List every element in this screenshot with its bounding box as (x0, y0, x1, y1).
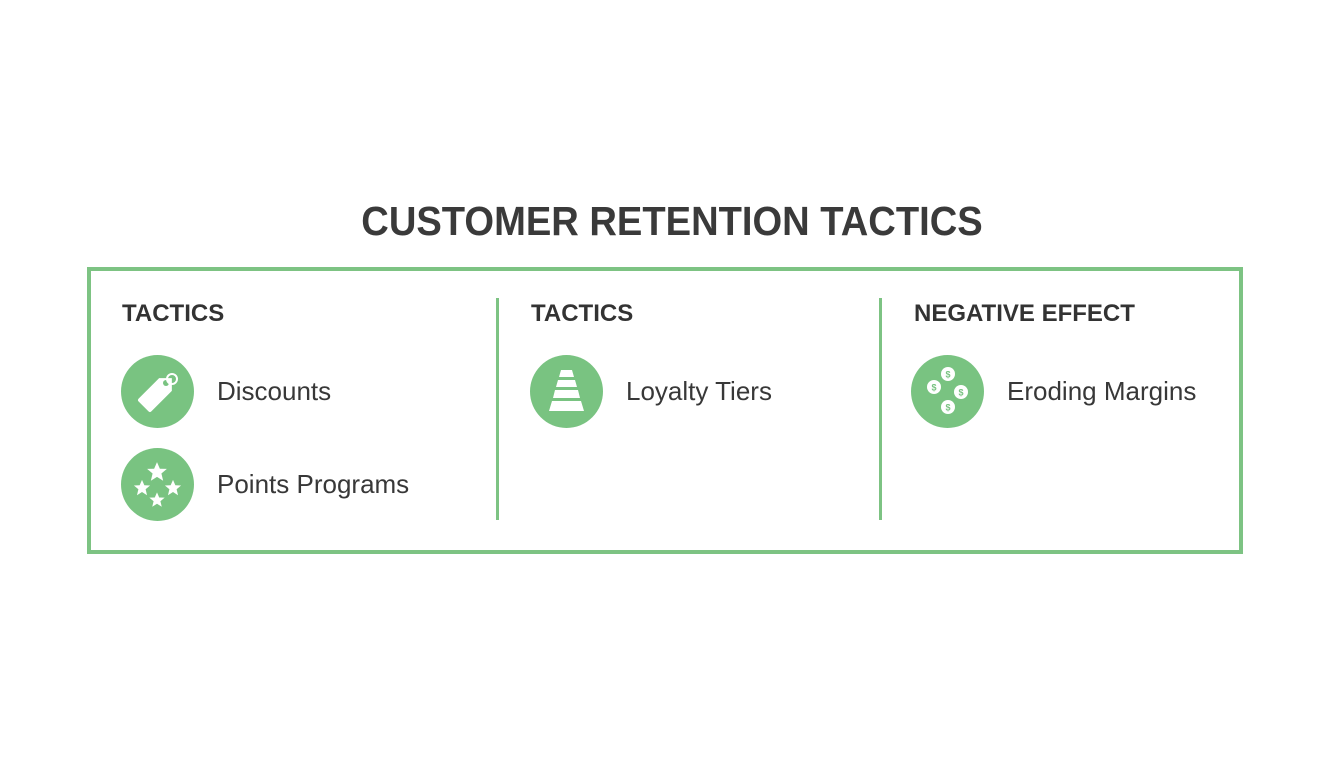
column-divider (879, 298, 882, 520)
svg-text:$: $ (958, 387, 963, 397)
svg-text:$: $ (931, 382, 936, 392)
column-heading-tactics: TACTICS (531, 300, 634, 327)
price-tag-icon (121, 354, 194, 428)
list-item-discounts: Discounts (121, 354, 331, 428)
svg-text:$: $ (945, 402, 950, 412)
stars-icon (121, 447, 194, 521)
page-title: CUSTOMER RETENTION TACTICS (361, 198, 983, 244)
item-label: Eroding Margins (1007, 375, 1197, 406)
item-label: Discounts (217, 375, 332, 406)
list-item-eroding-margins: $ $ $ $ Eroding Margins (911, 354, 1196, 428)
pyramid-tiers-icon (530, 354, 603, 428)
column-heading-tactics: TACTICS (122, 300, 225, 327)
column-divider (496, 298, 499, 520)
svg-text:$: $ (945, 369, 950, 379)
item-label: Loyalty Tiers (626, 375, 772, 406)
dollar-coins-icon: $ $ $ $ (911, 354, 984, 428)
column-heading-negative-effect: NEGATIVE EFFECT (914, 300, 1135, 327)
list-item-loyalty-tiers: Loyalty Tiers (530, 354, 772, 428)
list-item-points-programs: Points Programs (121, 447, 409, 521)
item-label: Points Programs (217, 468, 410, 499)
tactics-panel (87, 267, 1243, 554)
